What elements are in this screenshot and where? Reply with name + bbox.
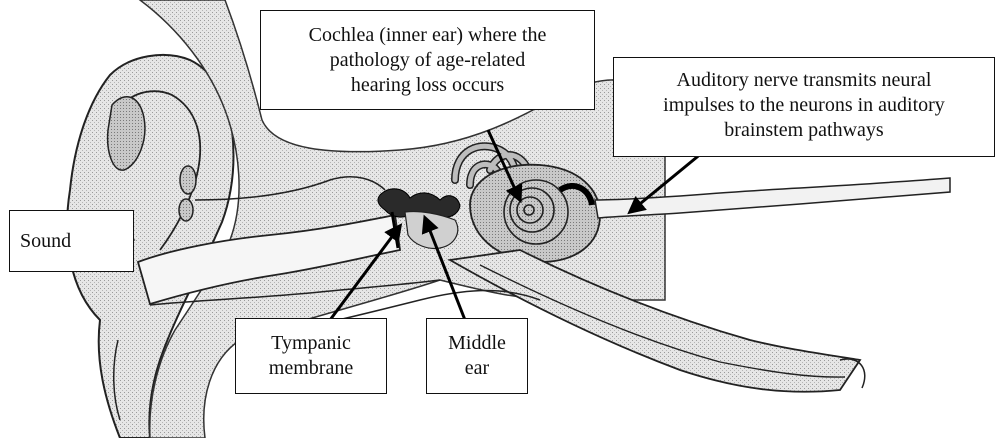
middle-ear-label-line-1: Middle [448,331,506,356]
cochlea-label-line-2: pathology of age-related [330,48,525,73]
sound-label-text: Sound [20,229,71,254]
auditory-nerve-label-line-1: Auditory nerve transmits neural [677,68,932,93]
auditory-nerve-label-line-2: impulses to the neurons in auditory [663,93,945,118]
tympanic-membrane-label: Tympanic membrane [235,318,387,394]
cochlea-label-line-1: Cochlea (inner ear) where the [309,23,547,48]
middle-ear-label-line-2: ear [465,356,489,381]
cochlea-label-line-3: hearing loss occurs [351,73,504,98]
tympanic-label-line-1: Tympanic [271,331,351,356]
auditory-nerve-label-line-3: brainstem pathways [724,118,883,143]
sound-label: Sound [9,210,134,272]
bone-structure-2 [179,199,193,221]
middle-ear-label: Middle ear [426,318,528,394]
auditory-nerve-label: Auditory nerve transmits neural impulses… [613,57,995,157]
cochlea-label: Cochlea (inner ear) where the pathology … [260,10,595,110]
tympanic-label-line-2: membrane [269,356,353,381]
bone-structure-1 [180,166,196,194]
